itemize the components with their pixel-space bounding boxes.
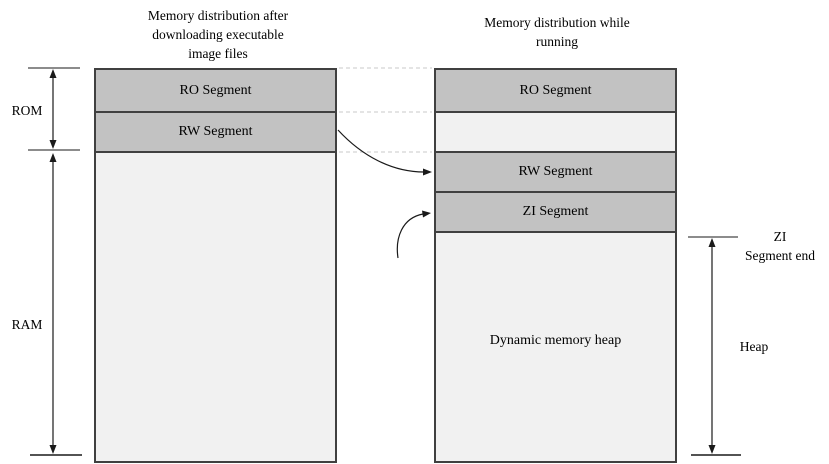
running-zi-segment-label: ZI Segment (522, 204, 589, 219)
dynamic-memory-heap-region: Dynamic memory heap (434, 241, 677, 441)
ram-label: RAM (11, 317, 43, 332)
running-rw-segment-label: RW Segment (518, 164, 593, 179)
before-rw-segment-label: RW Segment (178, 124, 253, 139)
ram-extent-arrow (49, 153, 57, 454)
zi-mapping-arrow (396, 210, 431, 259)
running-box (434, 68, 677, 463)
running-ro-segment: RO Segment (434, 68, 677, 113)
rom-extent-arrow (49, 69, 57, 149)
running-column-title: Memory distribution while running (484, 15, 630, 49)
running-ro-segment-label: RO Segment (519, 82, 592, 98)
rom-label: ROM (11, 103, 43, 118)
heap-extent-arrow (708, 238, 716, 454)
before-rw-segment: RW Segment (94, 111, 337, 153)
before-ro-segment: RO Segment (94, 68, 337, 113)
running-rw-segment: RW Segment (434, 151, 677, 193)
running-zi-segment: ZI Segment (434, 191, 677, 233)
before-ro-segment-label: RO Segment (179, 82, 252, 98)
before-column-title: Memory distribution after downloading ex… (147, 8, 289, 61)
zi-segment-end-label: ZI Segment end (744, 229, 816, 263)
rw-mapping-arrow (337, 129, 432, 176)
dynamic-memory-heap-label: Dynamic memory heap (489, 333, 622, 348)
heap-label: Heap (739, 339, 769, 354)
